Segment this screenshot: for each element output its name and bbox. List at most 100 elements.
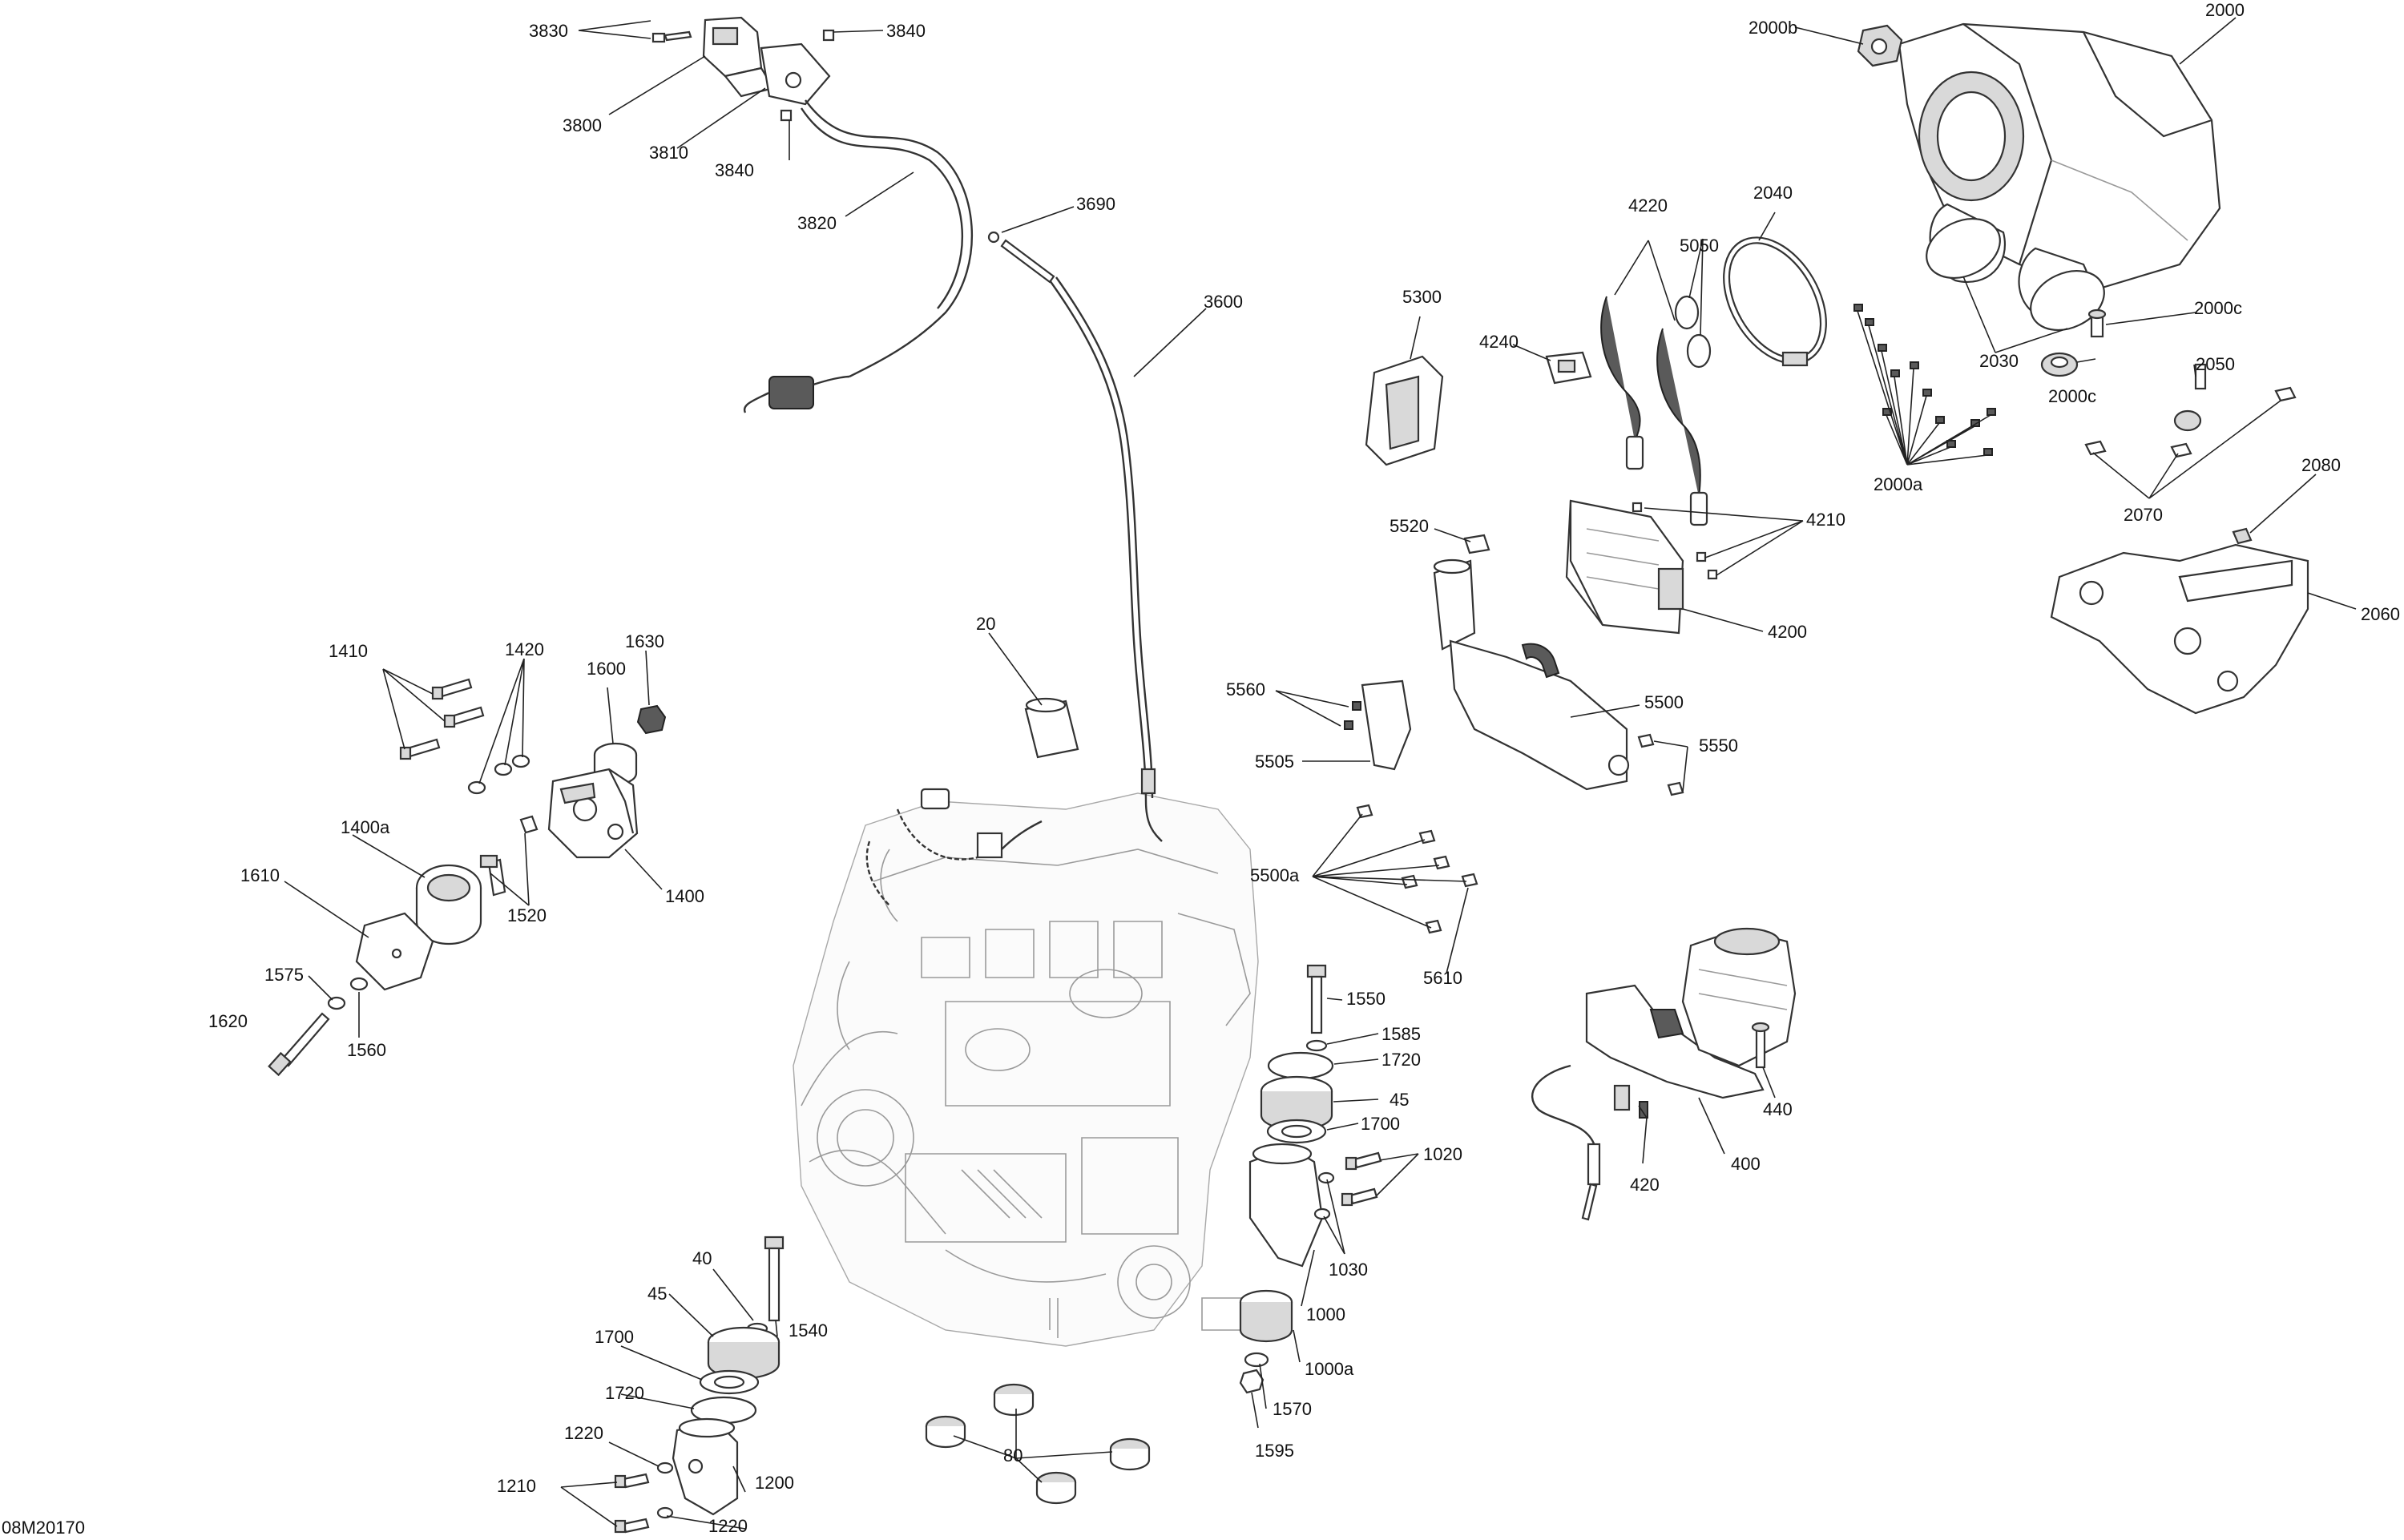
label-4210: 4210 — [1806, 510, 1845, 530]
screws-1410 — [399, 678, 485, 760]
label-1410: 1410 — [329, 641, 368, 661]
mount-1000a — [1239, 1289, 1293, 1343]
label-1600: 1600 — [587, 659, 626, 679]
label-1610: 1610 — [240, 865, 280, 885]
label-2000c: 2000c — [2048, 386, 2096, 406]
label-1000a: 1000a — [1305, 1359, 1354, 1379]
label-3820: 3820 — [797, 213, 837, 233]
label-440: 440 — [1763, 1099, 1793, 1119]
nuts-5550-5560 — [1344, 701, 1684, 796]
plate-1700a — [1266, 1119, 1327, 1144]
label-1620: 1620 — [208, 1011, 248, 1031]
label-2000c: 2000c — [2194, 298, 2242, 318]
label-1400: 1400 — [665, 886, 704, 906]
label-1595: 1595 — [1255, 1441, 1294, 1461]
cable-3600 — [987, 231, 1163, 842]
label-1630: 1630 — [625, 631, 664, 651]
label-5550: 5550 — [1699, 736, 1738, 756]
label-40: 40 — [692, 1248, 712, 1268]
clamps-2030 — [1926, 218, 2105, 331]
mount-1400 — [547, 768, 639, 859]
screws-1210-1220 — [614, 1461, 674, 1534]
label-3800: 3800 — [563, 115, 602, 135]
washers-1575-1560 — [327, 977, 369, 1010]
label-5300: 5300 — [1402, 287, 1442, 307]
label-80: 80 — [1003, 1445, 1023, 1465]
label-2040: 2040 — [1753, 183, 1793, 203]
label-1720: 1720 — [605, 1383, 644, 1403]
sensor-5520 — [1463, 534, 1490, 554]
mount-1400a — [415, 864, 482, 945]
label-1560: 1560 — [347, 1040, 386, 1060]
label-3830: 3830 — [529, 21, 568, 41]
label-1220: 1220 — [564, 1423, 603, 1443]
label-2080: 2080 — [2301, 455, 2341, 475]
label-400: 400 — [1731, 1154, 1761, 1174]
leader-lines — [284, 17, 2357, 1530]
bracket-1200 — [672, 1417, 739, 1516]
label-1400a: 1400a — [341, 817, 390, 837]
nut-1595 — [1239, 1369, 1265, 1394]
screws-2000a — [1853, 304, 1996, 456]
label-2060: 2060 — [2361, 604, 2400, 624]
label-1540: 1540 — [789, 1320, 828, 1340]
label-420: 420 — [1630, 1175, 1660, 1195]
coil-wire-4220 — [1600, 296, 1708, 526]
bracket-4240 — [1545, 351, 1592, 385]
label-1210: 1210 — [497, 1476, 536, 1496]
label-4200: 4200 — [1768, 622, 1807, 642]
washers-1420 — [467, 754, 530, 795]
sensor-2050 — [2173, 363, 2207, 432]
label-1020: 1020 — [1423, 1144, 1462, 1164]
label-2070: 2070 — [2124, 505, 2163, 525]
label-1520: 1520 — [507, 905, 547, 925]
label-1420: 1420 — [505, 639, 544, 659]
label-1575: 1575 — [264, 965, 304, 985]
dampers-80 — [925, 1383, 1151, 1505]
label-3690: 3690 — [1076, 194, 1115, 214]
label-5500a: 5500a — [1250, 865, 1300, 885]
label-3600: 3600 — [1204, 292, 1243, 312]
actuator-400 — [1585, 927, 1797, 1099]
label-1200: 1200 — [755, 1473, 794, 1493]
label-1720: 1720 — [1381, 1050, 1421, 1070]
label-5520: 5520 — [1390, 516, 1429, 536]
label-3840: 3840 — [715, 160, 754, 180]
label-3840: 3840 — [886, 21, 926, 41]
nuts-5500a — [1356, 804, 1478, 934]
engine-harness — [865, 788, 1043, 906]
screws-3830-3840 — [651, 29, 835, 122]
screws-4210 — [1632, 502, 1718, 580]
label-2000: 2000 — [2205, 0, 2245, 20]
label-45: 45 — [1390, 1090, 1409, 1110]
bolt-2080 — [2232, 527, 2253, 545]
sparkplug-cap-5050 — [1674, 295, 1712, 369]
label-2000b: 2000b — [1749, 18, 1797, 38]
bolt-440 — [1751, 1022, 1770, 1069]
label-5505: 5505 — [1255, 752, 1294, 772]
bolt-1620 — [268, 1012, 330, 1077]
bracket-3810 — [760, 42, 831, 106]
nut-2000b — [1857, 24, 1903, 67]
washer-1570 — [1244, 1352, 1269, 1368]
clamp-2040 — [1723, 236, 1827, 367]
label-45: 45 — [647, 1284, 667, 1304]
label-5050: 5050 — [1680, 236, 1719, 256]
ecm-4200 — [1565, 499, 1684, 635]
label-1585: 1585 — [1381, 1024, 1421, 1044]
caps-2070 — [2084, 386, 2297, 458]
sleeve-20 — [1024, 697, 1079, 759]
grommet-2000c — [2040, 352, 2079, 377]
label-1000: 1000 — [1306, 1304, 1345, 1324]
nut-1630 — [636, 704, 667, 735]
bracket-5505 — [1361, 679, 1412, 771]
label-2030: 2030 — [1979, 351, 2019, 371]
label-3810: 3810 — [649, 143, 688, 163]
label-1700: 1700 — [595, 1327, 634, 1347]
bracket-5500 — [1433, 558, 1630, 791]
damper-45b — [707, 1326, 780, 1380]
label-1700: 1700 — [1361, 1114, 1400, 1134]
plate-1720a — [1267, 1051, 1334, 1080]
